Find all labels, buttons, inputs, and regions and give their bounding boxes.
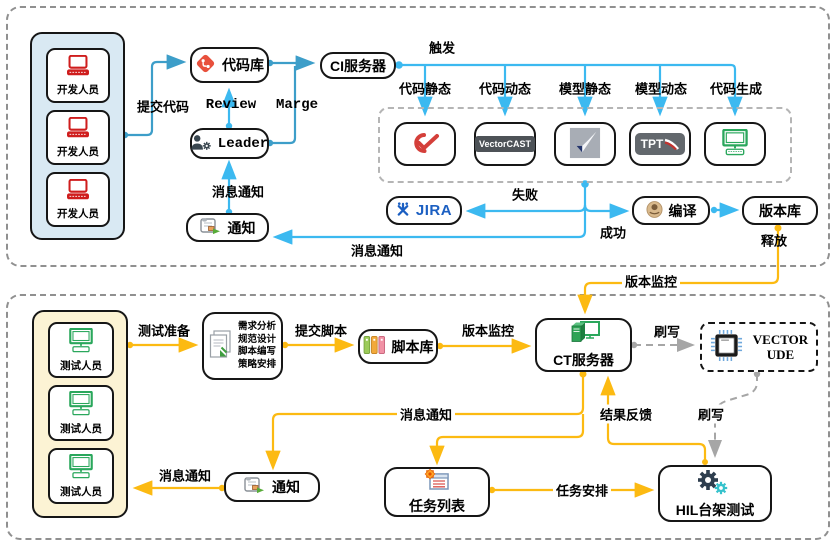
branch-label-model-dynamic: 模型动态 xyxy=(634,81,688,97)
jira-icon xyxy=(396,202,410,219)
edge-label-version-monitor-top: 版本监控 xyxy=(621,271,681,291)
tester-box-1: 测试人员 xyxy=(48,322,114,378)
ct-server-node: CT服务器 xyxy=(535,318,632,372)
developer-box-1: 开发人员 xyxy=(46,48,110,103)
test-prep-lines: 需求分析 规范设计 脚本编写 策略安排 xyxy=(237,321,276,370)
compile-node: 编译 xyxy=(632,196,710,225)
jira-node: JIRA xyxy=(386,196,462,225)
model-check-icon xyxy=(569,127,601,162)
code-repo-node: 代码库 xyxy=(190,47,269,83)
tool-qac-node xyxy=(394,122,456,166)
notify-bottom-node: 通知 xyxy=(224,472,320,502)
edge-label-success: 成功 xyxy=(599,225,627,241)
monitor-green-icon xyxy=(66,327,96,356)
edge-label-submit-script: 提交脚本 xyxy=(294,323,348,339)
version-repo-label: 版本库 xyxy=(759,202,801,219)
bottom-section-border xyxy=(6,294,830,540)
tester-label: 测试人员 xyxy=(60,359,102,372)
edge-label-msg-notify-testers: 消息通知 xyxy=(158,468,212,484)
vector-ude-label: VECTOR UDE xyxy=(752,332,809,362)
edge-label-version-monitor-bottom: 版本监控 xyxy=(461,323,515,339)
branch-label-model-static: 模型静态 xyxy=(558,81,612,97)
edge-label-review: Review xyxy=(205,97,257,113)
tester-box-2: 测试人员 xyxy=(48,385,114,441)
tester-label: 测试人员 xyxy=(60,485,102,498)
script-repo-node: 脚本库 xyxy=(358,329,438,364)
edge-label-msg-notify-ct: 消息通知 xyxy=(396,404,456,424)
edge-label-test-prep: 测试准备 xyxy=(137,323,191,339)
tool-vectorcast-node: VectorCAST xyxy=(474,122,536,166)
tool-model-check-node xyxy=(554,122,616,166)
edge-label-msg-notify-long: 消息通知 xyxy=(350,243,404,259)
compile-label: 编译 xyxy=(668,202,697,219)
tester-label: 测试人员 xyxy=(60,422,102,435)
monitor-green-icon xyxy=(719,128,751,159)
branch-label-codegen: 代码生成 xyxy=(709,81,763,97)
qac-logo-icon xyxy=(410,132,440,157)
leader-node: Leader xyxy=(190,128,269,159)
vectorcast-logo: VectorCAST xyxy=(475,136,536,152)
edge-label-task-arrange: 任务安排 xyxy=(552,480,612,500)
jira-label: JIRA xyxy=(415,202,453,219)
ct-server-label: CT服务器 xyxy=(553,352,614,368)
branch-label-code-static: 代码静态 xyxy=(398,81,452,97)
git-icon xyxy=(195,53,216,77)
script-repo-label: 脚本库 xyxy=(391,338,434,355)
developer-label: 开发人员 xyxy=(57,207,99,220)
books-icon xyxy=(363,335,386,358)
gcc-icon xyxy=(645,200,663,221)
edge-label-msg-notify-leader: 消息通知 xyxy=(211,184,265,200)
top-section-border xyxy=(6,6,830,267)
ci-server-node: CI服务器 xyxy=(320,52,396,79)
monitor-green-icon xyxy=(66,390,96,419)
edge-label-fail: 失败 xyxy=(511,187,539,203)
edge-label-flash-hil: 刷写 xyxy=(694,404,728,424)
vector-ude-node: VECTOR UDE xyxy=(700,322,818,372)
notify-bottom-label: 通知 xyxy=(272,479,300,495)
tester-box-3: 测试人员 xyxy=(48,448,114,504)
chip-icon xyxy=(710,329,743,365)
laptop-red-icon xyxy=(64,178,92,204)
branch-label-code-dynamic: 代码动态 xyxy=(478,81,532,97)
task-table-icon xyxy=(423,468,451,495)
hil-test-node: HIL台架测试 xyxy=(658,465,772,522)
developer-box-3: 开发人员 xyxy=(46,172,110,227)
laptop-red-icon xyxy=(64,54,92,80)
leader-person-gear-icon xyxy=(191,134,212,154)
developer-label: 开发人员 xyxy=(57,145,99,158)
notification-doc-icon xyxy=(244,476,266,498)
edge-label-trigger: 触发 xyxy=(428,40,456,56)
test-prep-node: 需求分析 规范设计 脚本编写 策略安排 xyxy=(202,312,283,380)
ci-server-label: CI服务器 xyxy=(330,57,386,74)
task-list-node: 任务列表 xyxy=(384,467,490,517)
tool-tpt-node: TPT xyxy=(629,122,691,166)
tool-codegen-node xyxy=(704,122,766,166)
edge-label-flash-ude: 刷写 xyxy=(653,324,681,340)
ct-server-icon xyxy=(566,320,602,349)
notify-top-node: 通知 xyxy=(186,213,269,242)
code-repo-label: 代码库 xyxy=(222,57,264,73)
documents-icon xyxy=(209,330,233,362)
laptop-red-icon xyxy=(64,116,92,142)
tpt-label: TPT xyxy=(640,137,664,151)
edge-label-release: 释放 xyxy=(760,233,788,249)
edge-label-merge: Marge xyxy=(275,97,319,113)
monitor-green-icon xyxy=(66,453,96,482)
edge-label-result-feedback: 结果反馈 xyxy=(596,404,656,424)
developer-label: 开发人员 xyxy=(57,83,99,96)
tpt-logo: TPT xyxy=(634,133,686,155)
notification-doc-icon xyxy=(199,217,222,239)
task-list-label: 任务列表 xyxy=(409,497,465,514)
developer-box-2: 开发人员 xyxy=(46,110,110,165)
leader-label: Leader xyxy=(217,135,269,152)
version-repo-node: 版本库 xyxy=(742,196,818,225)
gears-icon xyxy=(694,468,736,499)
hil-test-label: HIL台架测试 xyxy=(675,501,755,518)
notify-top-label: 通知 xyxy=(227,219,256,236)
edge-label-submit-code: 提交代码 xyxy=(136,99,190,115)
